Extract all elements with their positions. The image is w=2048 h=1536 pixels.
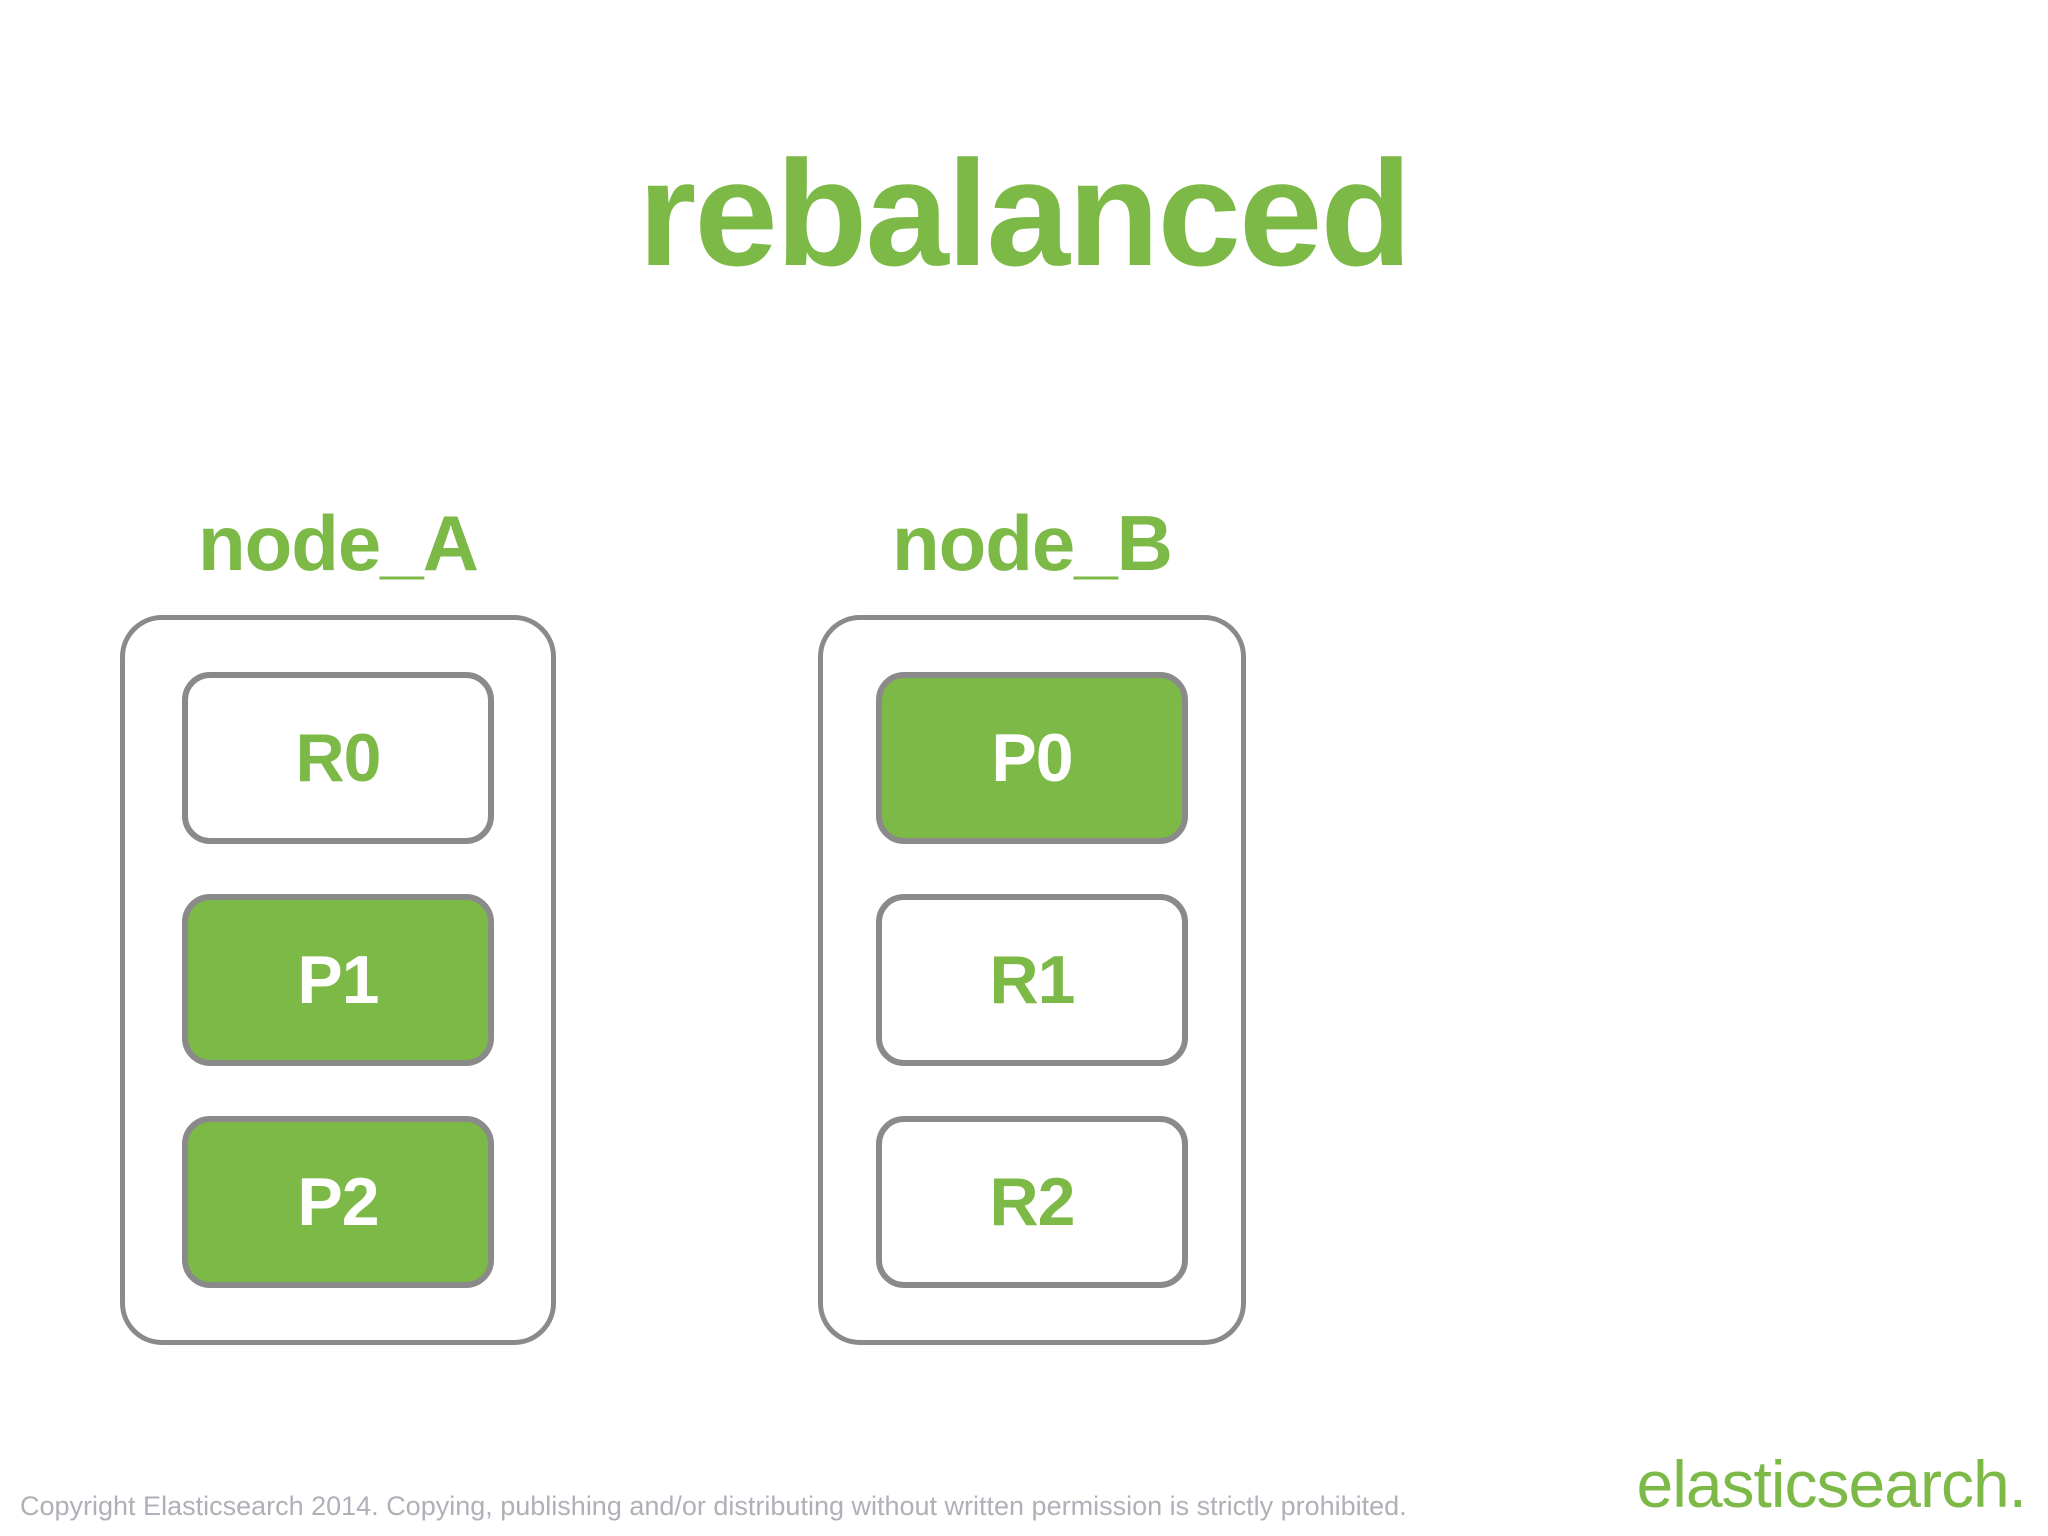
shard-a-2[interactable]: P2 <box>182 1116 494 1288</box>
shard-b-0[interactable]: P0 <box>876 672 1188 844</box>
node-container-a: R0 P1 P2 <box>120 615 556 1345</box>
shard-a-1[interactable]: P1 <box>182 894 494 1066</box>
node-label-b: node_B <box>891 499 1173 587</box>
shard-b-2[interactable]: R2 <box>876 1116 1188 1288</box>
shard-a-0[interactable]: R0 <box>182 672 494 844</box>
copyright-notice: Copyright Elasticsearch 2014. Copying, p… <box>20 1491 1407 1521</box>
node-container-b: P0 R1 R2 <box>818 615 1246 1345</box>
node-group-a: node_A R0 P1 P2 <box>120 500 556 1345</box>
elasticsearch-logo: elasticsearch. <box>1636 1447 2027 1521</box>
shard-b-1[interactable]: R1 <box>876 894 1188 1066</box>
node-label-a: node_A <box>197 499 479 587</box>
page-title: rebalanced <box>637 129 1412 297</box>
node-group-b: node_B P0 R1 R2 <box>818 500 1246 1345</box>
